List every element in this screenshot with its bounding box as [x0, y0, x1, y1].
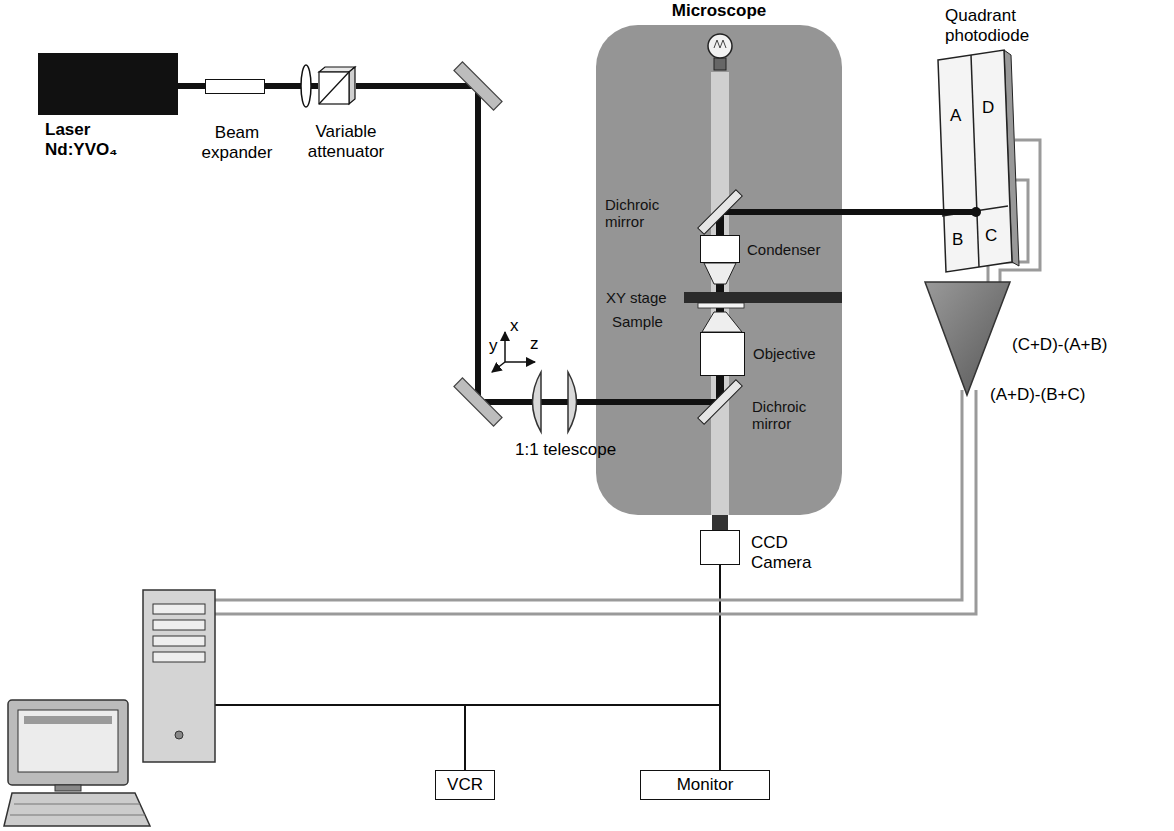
- power-button: [175, 731, 183, 739]
- dichroic-mirror: [698, 190, 743, 235]
- quadrant-letter: C: [985, 226, 997, 246]
- polarizing-split: [319, 72, 349, 104]
- component-label: Microscope: [672, 1, 766, 21]
- microscope-interior: [596, 25, 842, 515]
- monitor-box: Monitor: [640, 770, 770, 800]
- laser-beam: [720, 209, 842, 215]
- component-label: Objective: [753, 345, 816, 362]
- laser-beam: [356, 86, 596, 402]
- microscope-body: MicroscopeCondenserObjectiveDichroic mir…: [596, 25, 842, 515]
- xy-stage: [684, 292, 842, 303]
- steering-mirror: [454, 62, 502, 110]
- video-cable: [465, 565, 720, 770]
- axis-label: x: [510, 316, 519, 336]
- axis-label: y: [489, 336, 498, 356]
- part-label: XY stage: [606, 289, 667, 306]
- signal-label: (C+D)-(A+B): [1012, 335, 1107, 355]
- lamp-base: [714, 58, 726, 70]
- axis-line: [492, 362, 505, 372]
- computer-screen: [18, 710, 118, 772]
- key-row: [14, 804, 140, 805]
- camera-mount: [712, 515, 728, 530]
- telescope-lens: [568, 372, 577, 432]
- microscope-parts: [596, 34, 842, 515]
- variable-attenuator: Variable attenuator: [318, 66, 356, 106]
- lamp-filament: [714, 40, 726, 48]
- quadrant-divider: [971, 55, 979, 267]
- keyboard: [4, 793, 150, 826]
- quadrant-letter: A: [950, 106, 961, 126]
- objective-box: Objective: [700, 332, 745, 376]
- laser-beam: [930, 209, 976, 215]
- part-label: 1:1 telescope: [515, 440, 616, 460]
- beam-spot: [971, 207, 981, 217]
- component-label: Variable attenuator: [308, 122, 385, 161]
- component-label: Monitor: [677, 775, 734, 795]
- drive-bay: [153, 652, 205, 662]
- component-label: Condenser: [747, 241, 820, 258]
- drive-bay: [153, 620, 205, 630]
- axis-label: z: [530, 334, 539, 354]
- beam-expander: Beam expander: [205, 79, 265, 94]
- axis-line: [505, 361, 535, 363]
- amplifier-symbol: [925, 282, 1010, 395]
- quadrant-letter: B: [952, 230, 963, 250]
- ccd-camera: CCD Camera: [700, 530, 740, 565]
- lamp-bulb: [708, 34, 732, 58]
- axis-line: [504, 332, 506, 362]
- attenuator-cube: [318, 66, 356, 106]
- laser-head: Laser Nd:YVO₄: [38, 53, 178, 115]
- signal-label: (A+D)-(B+C): [990, 385, 1085, 405]
- computer-tower: [143, 590, 215, 762]
- drive-bay: [153, 604, 205, 614]
- component-label: Beam expander: [202, 123, 273, 162]
- cube-face: [349, 67, 355, 104]
- laser-beam: [596, 399, 720, 405]
- drive-bay: [153, 636, 205, 646]
- steering-mirror: [454, 378, 502, 426]
- quadrant-letter: D: [982, 98, 994, 118]
- screen-window: [24, 716, 112, 724]
- photodiode-drawing: [930, 48, 1020, 276]
- key-row: [10, 815, 145, 816]
- focusing-lens: [301, 65, 311, 107]
- laser-beam: [842, 209, 930, 215]
- component-label: Laser Nd:YVO₄: [45, 120, 117, 159]
- monitor-stand: [55, 785, 81, 791]
- telescope-lens: [533, 372, 542, 432]
- photodiode-face: [938, 50, 1012, 272]
- component-label: Quadrant photodiode: [945, 6, 1029, 45]
- sample-slide: [698, 303, 744, 308]
- quadrant-photodiode: Quadrant photodiodeABCD: [930, 48, 1020, 276]
- component-label: CCD Camera: [751, 533, 811, 572]
- signal-wire: [215, 390, 962, 600]
- part-label: Dichroic mirror: [752, 398, 806, 433]
- computer-monitor: [8, 700, 128, 785]
- objective-lens: [702, 312, 742, 332]
- component-label: VCR: [447, 775, 483, 795]
- part-label: Dichroic mirror: [605, 196, 659, 231]
- part-label: Sample: [612, 313, 663, 330]
- cube-face: [319, 72, 349, 104]
- dichroic-mirror: [698, 380, 743, 425]
- condenser-box: Condenser: [700, 235, 740, 263]
- condenser-lens: [704, 263, 736, 284]
- video-cable: [215, 704, 720, 706]
- vcr-box: VCR: [435, 770, 495, 800]
- laser-beam: [178, 83, 205, 89]
